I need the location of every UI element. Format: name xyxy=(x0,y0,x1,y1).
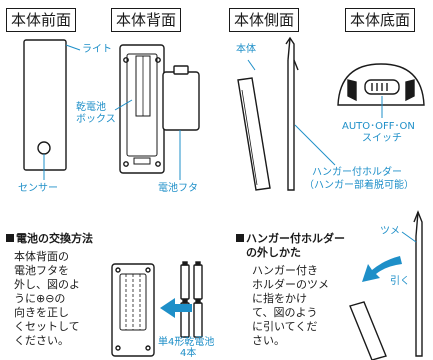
front-device-illustration xyxy=(23,39,81,180)
hanger-section-title-1: ハンガー付ホルダー xyxy=(236,232,345,245)
switch-label-1: AUTO･OFF･ON xyxy=(342,121,415,132)
battery-install-illustration xyxy=(111,261,203,357)
battery-type-label: 単4形乾電池 xyxy=(158,337,215,348)
instruction-line: ホルダーのツメ xyxy=(252,278,329,291)
instruction-line: ハンガー付き xyxy=(252,264,318,277)
hanger-removal-illustration xyxy=(349,210,423,360)
pull-label: 引く xyxy=(390,276,410,287)
instruction-line: 向きを正し xyxy=(14,306,69,319)
instruction-line: 電池フタを xyxy=(14,264,69,277)
instruction-line: に指をかけ xyxy=(252,292,307,305)
instruction-line: に引いてくだ xyxy=(252,320,318,333)
battery-section-title: 電池の交換方法 xyxy=(6,232,93,245)
bottom-view-title: 本体底面 xyxy=(345,8,416,32)
hanger-section-title-2: の外しかた xyxy=(246,246,301,259)
instruction-line: うに⊕⊖の xyxy=(14,292,66,305)
instruction-line: さい。 xyxy=(252,334,285,347)
instruction-line: 外し、図のよ xyxy=(14,278,80,291)
instruction-line: ください。 xyxy=(14,334,69,347)
body-label: 本体 xyxy=(236,44,256,55)
battery-cover-label: 電池フタ xyxy=(158,183,198,194)
claw-label: ツメ xyxy=(380,226,400,237)
square-bullet-icon xyxy=(6,234,14,242)
hanger-holder-label-1: ハンガー付ホルダー xyxy=(312,167,402,178)
insert-arrow-icon xyxy=(160,298,192,318)
battery-section-title-text: 電池の交換方法 xyxy=(16,232,93,245)
back-device-illustration xyxy=(114,44,200,180)
hanger-instructions: ハンガー付き ホルダーのツメ に指をかけ て、図のよう に引いてくだ さい。 xyxy=(252,264,329,348)
square-bullet-icon xyxy=(236,234,244,242)
hanger-holder-label-2: （ハンガー部着脱可能） xyxy=(304,180,414,191)
instruction-line: 本体背面の xyxy=(14,250,69,263)
battery-box-label-2: ボックス xyxy=(76,114,116,125)
side-view-title: 本体側面 xyxy=(229,8,300,32)
battery-box-label-1: 乾電池 xyxy=(76,102,106,113)
arrow-icons xyxy=(160,256,402,318)
pull-arrow-icon xyxy=(362,256,402,282)
back-view-title: 本体背面 xyxy=(111,8,182,32)
battery-instructions: 本体背面の 電池フタを 外し、図のよ うに⊕⊖の 向きを正し くセットして くだ… xyxy=(14,250,80,348)
sensor-label: センサー xyxy=(18,183,58,194)
front-view-title: 本体前面 xyxy=(6,8,77,32)
switch-label-2: スイッチ xyxy=(362,133,402,144)
battery-count-label: 4本 xyxy=(180,348,197,359)
side-device-illustration xyxy=(237,36,336,191)
light-label: ライト xyxy=(82,44,112,55)
instruction-line: て、図のよう xyxy=(252,306,318,319)
instruction-line: くセットして xyxy=(14,320,80,333)
hanger-section-title-text: ハンガー付ホルダー xyxy=(246,232,345,245)
bottom-device-illustration xyxy=(337,63,425,118)
